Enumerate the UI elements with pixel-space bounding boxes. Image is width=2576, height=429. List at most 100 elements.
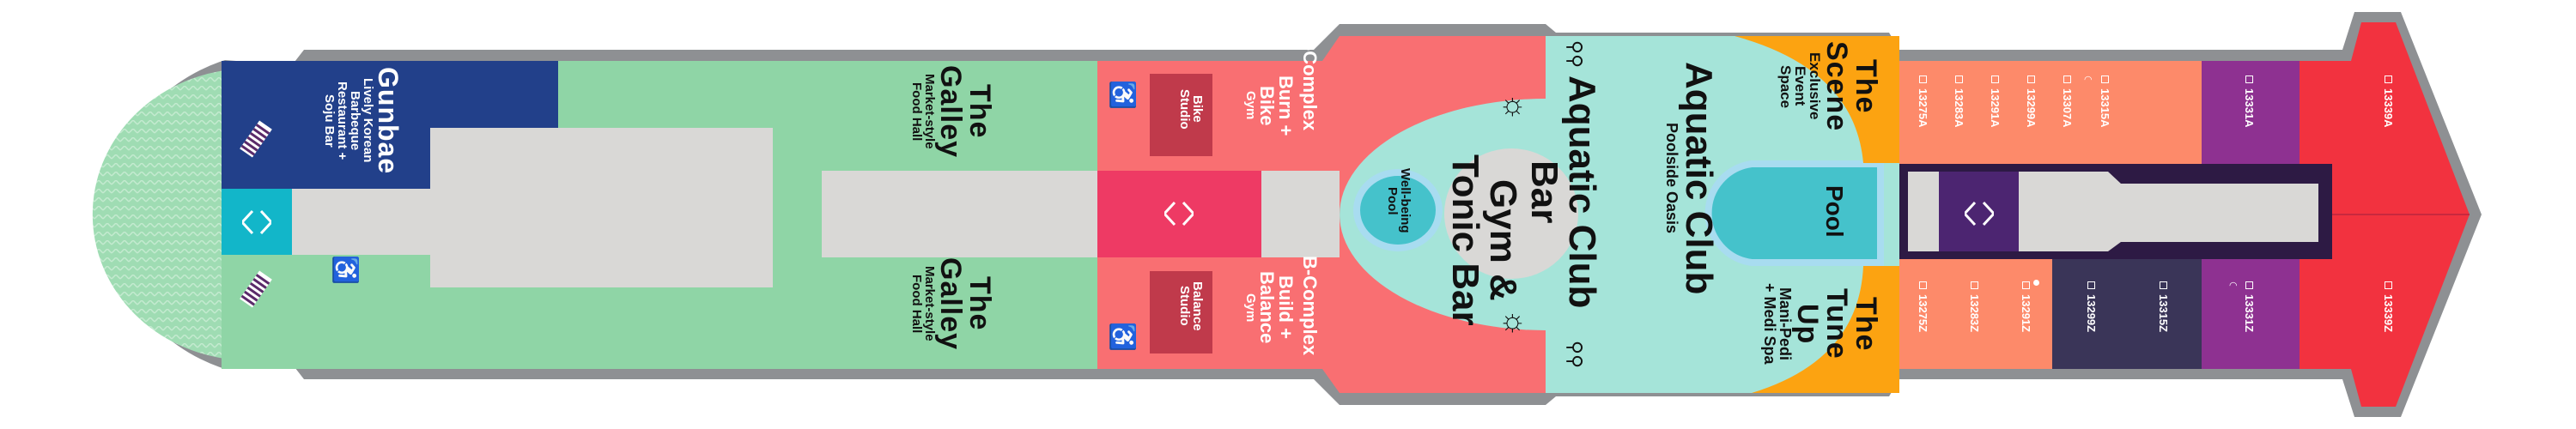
venue-subtitle: Gym (1243, 91, 1258, 120)
b-complex-bottom-label: B-Complex (1299, 256, 1321, 356)
venue-title: Aquatic Club (1678, 62, 1720, 295)
cabin-number: 13299Z (2085, 294, 2098, 333)
wellbeing-pool[interactable] (1353, 169, 1443, 251)
accessible-icon: ♿ (1109, 80, 1136, 110)
studio-label: Studio (1177, 286, 1192, 327)
cabin-13283Z[interactable]: 13283Z (1968, 281, 1981, 332)
cabin-13275A[interactable]: 13275A (1917, 76, 1929, 128)
cabin-13283A[interactable]: 13283A (1953, 76, 1965, 128)
cabin-13315Z[interactable]: 13315Z (2157, 281, 2170, 332)
cabins-coral-bottom (1899, 259, 2052, 369)
venue-subtitle: + Medi Spa (1761, 283, 1778, 365)
venue-subtitle: Food Hall (909, 82, 924, 142)
aquatic-club-label[interactable]: Aquatic Club Poolside Oasis (1663, 62, 1720, 295)
main-pool[interactable] (1704, 160, 1884, 266)
cabin-13331A[interactable]: 13331A (2243, 76, 2256, 128)
venue-subtitle: Gym (1243, 293, 1258, 322)
service-core-mid (822, 171, 1097, 257)
cabin-number: 13291A (1989, 88, 2002, 128)
tune-up-label[interactable]: The Tune Up Mani-Pedi + Medi Spa (1761, 283, 1882, 365)
venue-title: Up (1791, 303, 1824, 344)
the-scene-area[interactable] (1735, 36, 1899, 163)
venue-title: Tonic Bar (1444, 154, 1486, 326)
venue-subtitle: Market-style (922, 74, 937, 149)
gunbae-area (222, 61, 430, 189)
pool-label: Pool (1821, 185, 1848, 238)
cabin-13315A[interactable]: 13315A (2099, 76, 2111, 128)
aquatic-club-bar-label[interactable]: Aquatic Club Bar (1523, 76, 1603, 308)
the-scene-label[interactable]: The Scene Exclusive Event Space (1777, 41, 1882, 131)
elevator-mid[interactable] (1097, 171, 1261, 257)
venue-subtitle: Well-being (1398, 168, 1413, 233)
elevator-icon (1164, 201, 1194, 227)
cabin-13339Z[interactable]: 13339Z (2382, 281, 2395, 332)
venue-title: Bike (1256, 85, 1278, 126)
venue-subtitle: Restaurant + (335, 81, 349, 160)
stern-deck (92, 70, 226, 359)
tune-up-area[interactable] (1752, 266, 1899, 393)
cabin-13291Z[interactable]: 13291Z (2020, 281, 2032, 332)
cabin-number: 13339Z (2382, 294, 2395, 333)
venue-subtitle: Poolside Oasis (1663, 123, 1680, 234)
cabin-number: 13283A (1953, 88, 1965, 128)
venue-title: Gunbae (373, 67, 404, 175)
cabin-number: 13331Z (2243, 294, 2256, 333)
cabin-icon (2100, 76, 2109, 83)
gunbae-label[interactable]: Gunbae Lively Korean Barbeque Restaurant… (322, 67, 404, 175)
service-core-gym (1261, 171, 1340, 257)
cabin-13331Z[interactable]: 13331Z (2243, 281, 2256, 332)
venue-title: The (1850, 58, 1882, 114)
venue-subtitle: Barbeque (348, 90, 362, 151)
cabin-number: 13275Z (1917, 294, 1929, 333)
cabins-coral-top (1899, 61, 2202, 164)
venue-subtitle: Lively Korean (361, 78, 375, 163)
balance-studio-label: Balance Studio (1177, 281, 1205, 331)
cabin-13291A[interactable]: 13291A (1989, 76, 2002, 128)
cabin-13299Z[interactable]: 13299Z (2085, 281, 2098, 332)
galley-top-label[interactable]: The Galley Market-style Food Hall (909, 65, 996, 159)
cabin-13339A[interactable]: 13339A (2382, 76, 2395, 128)
venue-subtitle: Event (1792, 66, 1808, 106)
cabin-number: 13283Z (1968, 294, 1981, 333)
elevator-forward[interactable] (1939, 172, 2019, 251)
service-core-large (430, 128, 773, 287)
venue-title: Galley (934, 65, 967, 159)
cabin-number: 13315A (2099, 88, 2111, 128)
cabin-13299A[interactable]: 13299A (2025, 76, 2038, 128)
galley-bottom-label[interactable]: The Galley Market-style Food Hall (909, 257, 996, 350)
accessible-icon: ♿ (1109, 322, 1136, 352)
service-core (292, 189, 430, 255)
elevator-icon (242, 209, 271, 235)
aquatic-club-area (1340, 36, 1899, 393)
hearing-accessible-icon: ◠ (2084, 75, 2093, 85)
venue-title: The (1850, 296, 1882, 351)
cabin-icon (2026, 76, 2035, 83)
dot-marker-icon (2033, 280, 2039, 286)
cabin-number: 13307A (2061, 88, 2074, 128)
restroom-icon: ⚲⚲ (1564, 340, 1587, 369)
cabin-13307A[interactable]: 13307A (2061, 76, 2074, 128)
forward-core-gray (1908, 172, 1939, 251)
balance-studio[interactable] (1150, 271, 1212, 353)
build-balance-gym-label[interactable]: Build + Balance Gym (1243, 271, 1297, 343)
venue-subtitle: Exclusive (1807, 52, 1823, 120)
cabin-number: 13331A (2243, 88, 2256, 128)
cabin-icon (2245, 76, 2253, 83)
cabin-icon (1918, 76, 1927, 83)
venue-subtitle: Soju Bar (322, 94, 337, 148)
burn-bike-gym-label[interactable]: Burn + Bike Gym (1243, 76, 1297, 136)
venue-subtitle: Space (1777, 64, 1794, 108)
cabin-icon (2063, 76, 2071, 83)
venue-subtitle: Pool (1385, 186, 1400, 215)
studio-label: Bike (1190, 95, 1205, 124)
cabins-slate-bottom (2052, 259, 2202, 369)
bike-studio[interactable] (1150, 74, 1212, 156)
cabin-number: 13339A (2382, 88, 2395, 128)
gym-tonic-bar-label[interactable]: Gym & Tonic Bar (1444, 154, 1524, 326)
cabin-icon (2087, 281, 2095, 289)
elevator-aft[interactable] (222, 189, 292, 255)
cabin-icon (1970, 281, 1978, 289)
cabin-icon (2384, 281, 2392, 289)
cabin-13275Z[interactable]: 13275Z (1917, 281, 1929, 332)
